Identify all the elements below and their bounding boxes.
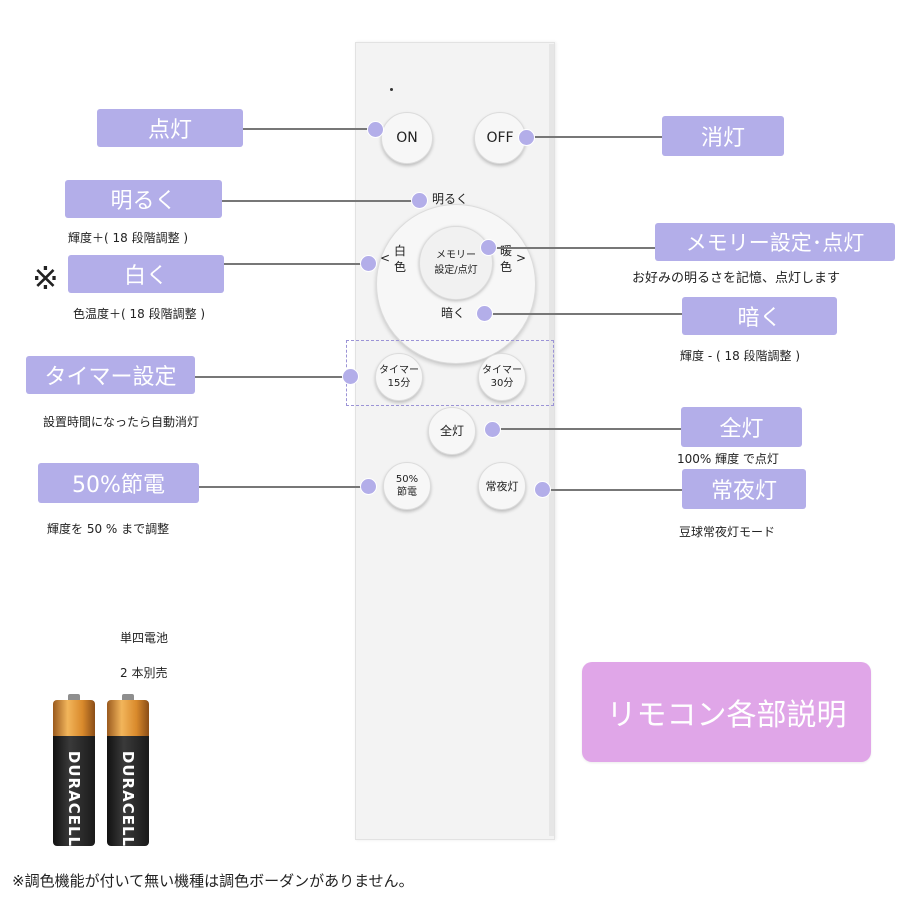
ir-sensor [390,88,393,91]
label-memory: メモリー設定･点灯 [655,223,895,261]
darker-button[interactable]: 暗く [441,306,466,320]
label-timer: タイマー設定 [26,356,195,394]
label-akaruku: 明るく [65,180,222,218]
full-light-button[interactable]: 全灯 [428,407,476,455]
caption-timer: 設置時間になったら自動消灯 [43,415,200,429]
callout-dot-setsuden [360,478,377,495]
label-zento: 全灯 [681,407,802,447]
callout-line-timer [195,376,348,378]
on-button[interactable]: ON [381,112,433,164]
label-shoto: 消灯 [662,116,784,156]
callout-dot-joyato [534,481,551,498]
caption-shiroku: 色温度＋( 18 段階調整 ) [73,307,206,321]
callout-dot-akaruku [411,192,428,209]
label-joyato: 常夜灯 [682,469,806,509]
label-shiroku: 白く [68,255,224,293]
right-arrow[interactable]: > [516,251,527,265]
label-tento: 点灯 [97,109,243,147]
left-arrow[interactable]: < [380,251,391,265]
label-setsuden: 50%節電 [38,463,199,503]
callout-line-joyato [542,489,682,491]
battery-brand: DURACELL [119,750,138,848]
label-kuraku: 暗く [682,297,837,335]
battery-type: 単四電池 [120,631,169,645]
caption-kuraku: 輝度 - ( 18 段階調整 ) [680,349,801,363]
title-banner: リモコン各部説明 [582,662,871,762]
timer-15-button[interactable]: タイマー 15分 [375,353,423,401]
night-light-button[interactable]: 常夜灯 [478,462,526,510]
caption-memory: お好みの明るさを記憶、点灯します [632,271,841,286]
callout-line-shiroku [224,263,369,265]
off-button[interactable]: OFF [474,112,526,164]
caption-joyato: 豆球常夜灯モード [679,525,776,539]
timer-30-button[interactable]: タイマー 30分 [478,353,526,401]
callout-dot-shoto [518,129,535,146]
caption-setsuden: 輝度を 50 % まで調整 [47,522,170,536]
note-mark: ※ [32,259,59,297]
battery-sold-separately: 2 本別売 [120,666,168,680]
caption-zento: 100% 輝度 で点灯 [677,452,779,466]
battery-image: DURACELL [107,694,149,848]
caption-akaruku: 輝度＋( 18 段階調整 ) [68,231,189,245]
callout-dot-tento [367,121,384,138]
eco-50-button[interactable]: 50% 節電 [383,462,431,510]
callout-line-tento [243,128,378,130]
callout-line-shoto [526,136,662,138]
callout-dot-timer [342,368,359,385]
callout-dot-zento [484,421,501,438]
white-button[interactable]: 白 色 [394,244,407,274]
callout-line-kuraku [486,313,682,315]
callout-line-zento [491,428,681,430]
battery-image: DURACELL [53,694,95,848]
memory-button[interactable]: メモリー 設定/点灯 [419,226,493,300]
callout-line-memory [487,247,655,249]
battery-brand: DURACELL [65,750,84,848]
callout-line-setsuden [199,486,367,488]
callout-line-akaruku [222,200,418,202]
callout-dot-memory [480,239,497,256]
footnote: ※調色機能が付いて無い機種は調色ボーダンがありません。 [12,872,414,890]
brighter-button[interactable]: 明るく [432,192,469,206]
remote-edge [549,44,554,836]
callout-dot-shiroku [360,255,377,272]
callout-dot-kuraku [476,305,493,322]
